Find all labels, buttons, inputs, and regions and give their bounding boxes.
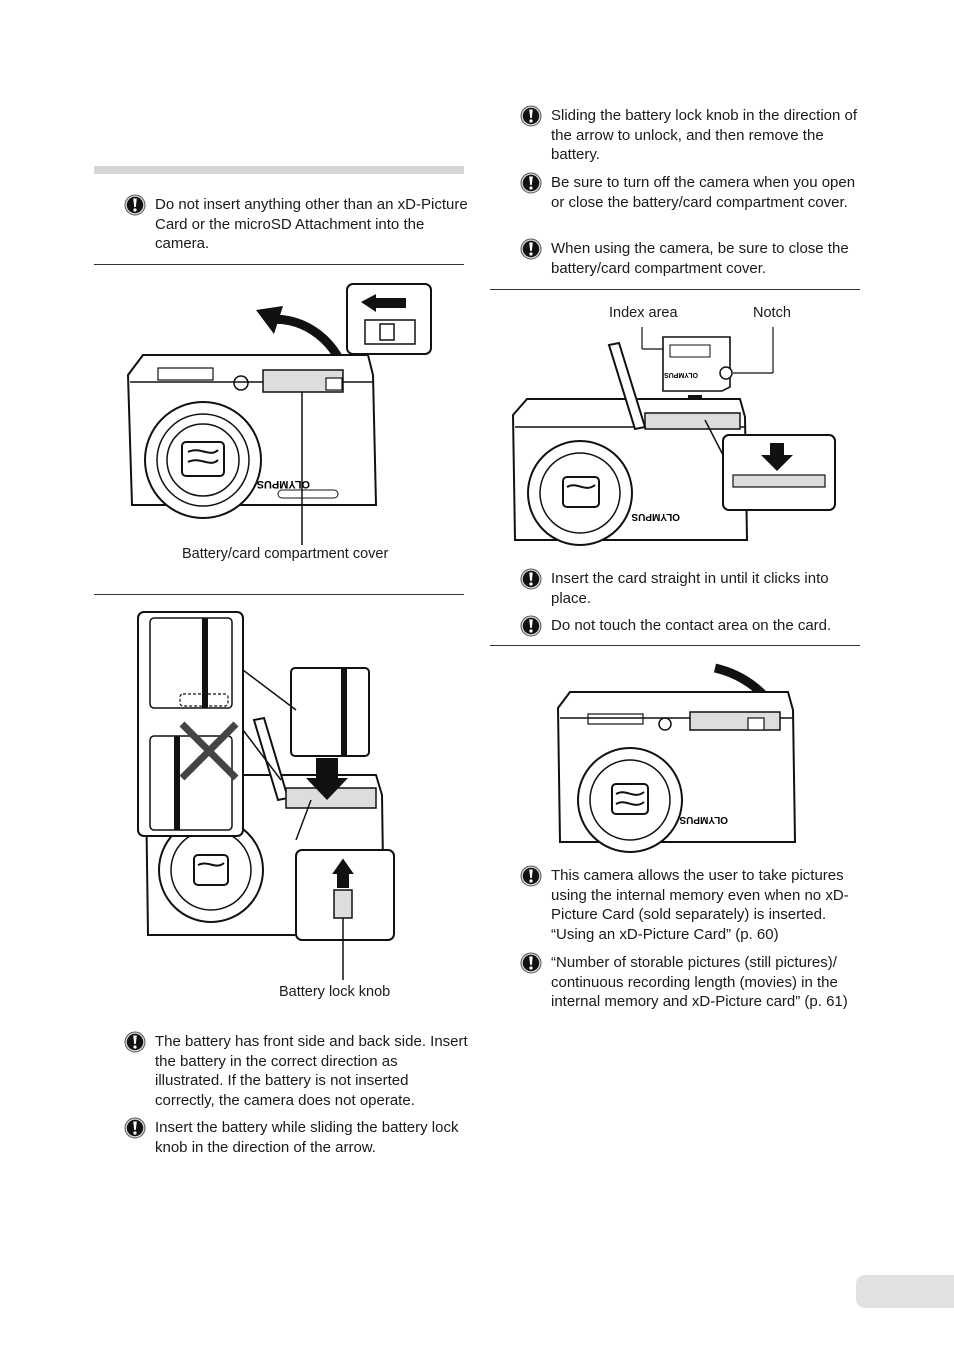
caution-icon — [520, 952, 542, 974]
figure-label-notch: Notch — [753, 305, 791, 321]
card-brand-print: OLYMPUS — [664, 371, 698, 378]
caution-note-contact-area: Do not touch the contact area on the car… — [520, 616, 862, 637]
divider — [94, 594, 464, 595]
caution-note-card-straight: Insert the card straight in until it cli… — [520, 569, 862, 608]
camera-close-cover-illustration: OLYMPUS — [556, 663, 797, 853]
note-text: Insert the card straight in until it cli… — [551, 570, 829, 607]
divider — [490, 645, 860, 646]
caution-note-storable-pictures: “Number of storable pictures (still pict… — [520, 953, 862, 1012]
caution-icon — [520, 615, 542, 637]
caution-note-battery-slide: Insert the battery while sliding the bat… — [124, 1118, 469, 1157]
note-text: The battery has front side and back side… — [155, 1033, 468, 1109]
caution-note-battery-side: The battery has front side and back side… — [124, 1032, 469, 1110]
caution-note-card: Do not insert anything other than an xD-… — [124, 195, 469, 254]
caution-icon — [124, 1031, 146, 1053]
note-text: Do not touch the contact area on the car… — [551, 617, 832, 634]
note-text: Be sure to turn off the camera when you … — [551, 174, 856, 211]
divider — [490, 289, 860, 290]
caution-note-internal-memory: This camera allows the user to take pict… — [520, 866, 865, 944]
section-header-bar — [94, 166, 464, 174]
figure-label-battery-lock-knob: Battery lock knob — [279, 984, 391, 1000]
caution-icon — [520, 865, 542, 887]
caution-icon — [124, 1117, 146, 1139]
note-text: Insert the battery while sliding the bat… — [155, 1119, 459, 1156]
caution-icon — [520, 568, 542, 590]
note-text: When using the camera, be sure to close … — [551, 240, 849, 277]
caution-icon — [520, 172, 542, 194]
note-text: Sliding the battery lock knob in the dir… — [551, 107, 858, 164]
caution-note-remove: Sliding the battery lock knob in the dir… — [520, 106, 862, 165]
figure-label-index-area: Index area — [609, 305, 678, 321]
divider — [94, 264, 464, 265]
figure-label-cover: Battery/card compartment cover — [182, 546, 389, 562]
caution-icon — [520, 105, 542, 127]
note-text: “Number of storable pictures (still pict… — [551, 954, 848, 1011]
camera-open-cover-illustration: OLYMPUS — [126, 283, 432, 545]
caution-icon — [124, 194, 146, 216]
caution-note-turn-off: Be sure to turn off the camera when you … — [520, 173, 862, 212]
caution-icon — [520, 238, 542, 260]
note-text: Do not insert anything other than an xD-… — [155, 196, 468, 253]
brand-logo: OLYMPUS — [679, 814, 728, 825]
page-tab — [856, 1275, 954, 1308]
brand-logo: OLYMPUS — [257, 478, 310, 490]
card-insert-illustration: OLYMPUS OLYMPUS — [511, 327, 836, 546]
battery-insert-illustration — [137, 611, 395, 980]
note-text: This camera allows the user to take pict… — [551, 867, 849, 943]
brand-logo: OLYMPUS — [631, 511, 680, 522]
caution-note-close-cover: When using the camera, be sure to close … — [520, 239, 862, 278]
